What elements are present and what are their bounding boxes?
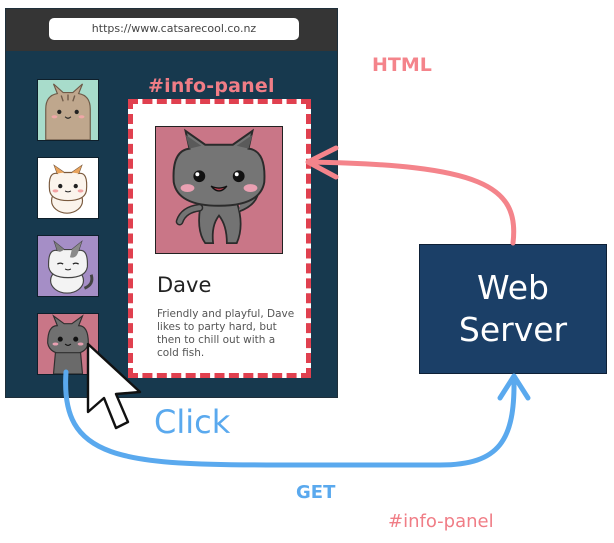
web-server-label: Web Server [458, 268, 568, 349]
cat-thumbnail-1[interactable] [37, 79, 99, 141]
grey-cat-dave-icon [156, 127, 282, 253]
web-server-box: Web Server [419, 244, 607, 374]
cat-name: Dave [157, 273, 212, 297]
html-response-arrowhead [305, 145, 339, 180]
grey-white-cat-icon [38, 236, 98, 296]
html-response-arrow [307, 159, 517, 246]
info-panel-title: #info-panel [148, 75, 275, 97]
cat-image [155, 126, 283, 254]
get-request-arrow [63, 369, 517, 468]
url-field[interactable]: https://www.catsarecool.co.nz [49, 18, 299, 40]
cat-thumbnail-2[interactable] [37, 157, 99, 219]
get-request-target-label: #info-panel [388, 511, 494, 532]
cat-description: Friendly and playful, Dave likes to part… [157, 308, 295, 359]
tabby-cat-icon [38, 80, 98, 140]
mouse-cursor-icon [86, 342, 142, 430]
cat-thumbnail-3[interactable] [37, 235, 99, 297]
html-response-label: HTML [372, 54, 432, 76]
get-request-arrowhead [497, 373, 531, 401]
get-request-label: GET [296, 482, 336, 503]
white-calico-cat-icon [38, 158, 98, 218]
browser-address-bar: https://www.catsarecool.co.nz [6, 9, 337, 51]
browser-window: https://www.catsarecool.co.nz [5, 8, 338, 398]
info-panel: Dave Friendly and playful, Dave likes to… [128, 99, 311, 378]
click-label: Click [154, 403, 231, 441]
